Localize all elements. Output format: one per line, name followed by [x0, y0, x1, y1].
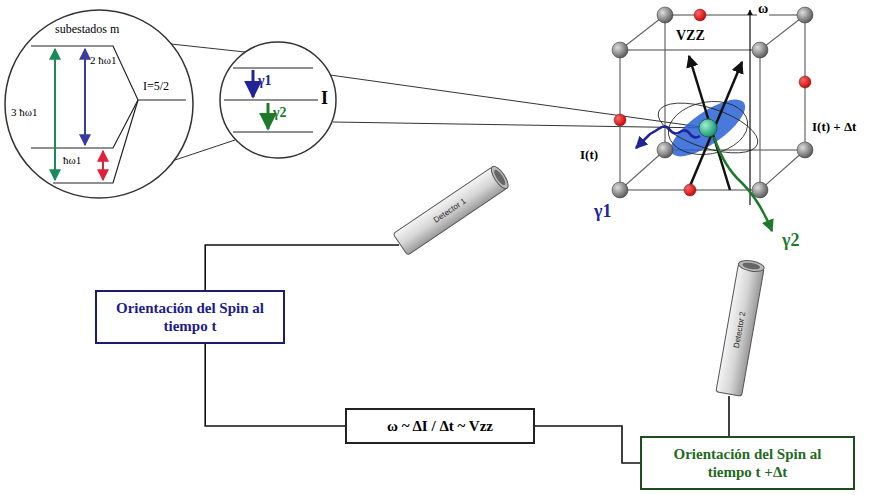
lattice-atom [612, 7, 813, 198]
illustration-part [657, 7, 673, 23]
illustration-part [492, 168, 507, 186]
illustration-part [749, 10, 750, 205]
illustration-part [760, 150, 805, 190]
zoom-circle: γ1γ2 I [218, 40, 338, 160]
illustration-part [760, 15, 805, 50]
illustration-part [657, 142, 673, 158]
illustration-part [393, 167, 507, 256]
illustration-part [252, 70, 255, 97]
illustration-part [224, 68, 318, 132]
illustration-part [488, 164, 511, 191]
box-label: ω ~ ΔI / Δt ~ Vzz [355, 417, 525, 435]
wire-connector [205, 344, 345, 426]
illustration-part [797, 7, 813, 23]
field-label: VZZ [676, 28, 705, 44]
illustration-part [797, 142, 813, 158]
illustration-part [233, 131, 313, 132]
illustration-part [84, 49, 86, 145]
illustration-part [171, 44, 245, 52]
level-label: I [321, 88, 328, 109]
illustration-part [689, 56, 730, 190]
illustration-part [716, 264, 764, 397]
detector: Detector 1 [385, 165, 515, 260]
illustration-part [742, 261, 761, 270]
illustration-part [102, 151, 104, 180]
wire-connector [205, 245, 399, 290]
energy-label: 2 ħω1 [90, 54, 117, 67]
process-box: Orientación del Spin al tiempo t +Δt [640, 436, 855, 490]
spin-label: I=5/2 [143, 80, 169, 94]
gamma-ray [714, 137, 772, 231]
box-label: Orientación del Spin al tiempo t +Δt [650, 445, 845, 481]
illustration-part [220, 42, 336, 158]
illustration-part [233, 67, 313, 68]
illustration-part [224, 99, 318, 100]
probe-nucleus [699, 119, 717, 137]
illustration-part [54, 49, 56, 180]
zoom-circle-shape [218, 40, 338, 160]
illustration-part [620, 150, 665, 190]
illustration-part [612, 42, 628, 58]
illustration-part [393, 164, 511, 255]
illustration-part [752, 182, 768, 198]
illustration-part [738, 259, 765, 273]
illustration-part [694, 9, 706, 21]
gamma-label: γ2 [273, 105, 287, 121]
process-box: Orientación del Spin al tiempo t [95, 290, 285, 344]
spin-label: I(t) + Δt [812, 120, 856, 135]
illustration-part [684, 184, 696, 196]
illustration-part [664, 95, 752, 160]
illustration-part [612, 182, 628, 198]
gamma-label: γ1 [258, 73, 272, 89]
wire-connector [535, 426, 640, 463]
illustration-part [53, 100, 138, 183]
energy-label: ħω1 [63, 154, 81, 167]
illustration-part [333, 122, 708, 128]
illustration-part [752, 42, 768, 58]
illustration-part [5, 10, 193, 198]
illustration-part [799, 76, 811, 88]
detector: Detector 2 [705, 255, 775, 405]
crystal-cube [620, 15, 805, 190]
process-box: ω ~ ΔI / Δt ~ Vzz [345, 408, 535, 444]
zoom-circle-shape [3, 8, 195, 200]
gamma-ray [636, 126, 700, 148]
illustration-part [614, 114, 626, 126]
zoom-circle: subestados m 3 ħω1 2 ħω1 ħω1 I=5/2 [3, 8, 195, 200]
gamma-label: γ2 [782, 230, 799, 251]
axis-label: ω [757, 1, 769, 17]
wire-connector [728, 396, 730, 436]
illustration-part [31, 46, 186, 183]
gamma-label: γ1 [594, 201, 611, 222]
illustration-part [330, 75, 708, 128]
illustration-part [663, 90, 753, 167]
illustration-part [716, 259, 765, 396]
illustration-part [690, 62, 742, 186]
illustration-part [620, 15, 665, 50]
box-label: Orientación del Spin al tiempo t [105, 299, 275, 335]
substates-label: subestados m [55, 23, 119, 37]
energy-label: 3 ħω1 [11, 106, 38, 119]
illustration-part [267, 103, 270, 129]
spin-label: I(t) [580, 148, 598, 163]
